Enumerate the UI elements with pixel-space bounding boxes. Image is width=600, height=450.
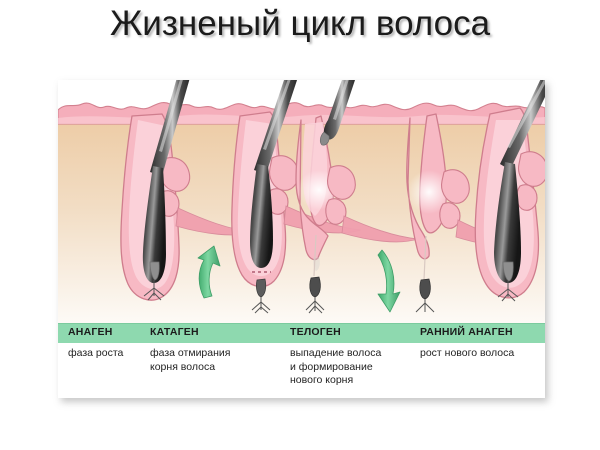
phase-label-catagen: КАТАГЕН (150, 326, 199, 338)
phase-description-anagen: фаза роста (68, 347, 124, 359)
phase-label-telogen: ТЕЛОГЕН (290, 326, 341, 338)
follicle-telogen (295, 80, 419, 314)
follicle-catagen (231, 80, 362, 314)
arrow-up-icon (197, 245, 221, 299)
hair-cycle-illustration (58, 80, 545, 323)
phase-description-early-anagen: рост нового волоса (420, 347, 515, 359)
follicle-cross-section-svg (58, 80, 545, 323)
phase-description-catagen: фаза отмирания корня волоса (150, 347, 231, 373)
follicle-anagen (120, 80, 255, 301)
diagram-card: АНАГЕН КАТАГЕН ТЕЛОГЕН РАННИЙ АНАГЕН фаз… (58, 80, 545, 398)
phase-description-row: фаза роста фаза отмирания корня волоса в… (58, 343, 545, 398)
arrow-down-icon (377, 249, 401, 313)
phase-label-anagen: АНАГЕН (68, 326, 113, 338)
phase-description-telogen: выпадение волоса и формирование нового к… (290, 347, 382, 386)
follicle-empty (406, 113, 527, 313)
page-title: Жизненый цикл волоса (109, 4, 491, 43)
follicle-early-anagen (474, 80, 545, 302)
phase-label-early-anagen: РАННИЙ АНАГЕН (420, 326, 513, 338)
phase-label-band: АНАГЕН КАТАГЕН ТЕЛОГЕН РАННИЙ АНАГЕН (58, 323, 545, 344)
